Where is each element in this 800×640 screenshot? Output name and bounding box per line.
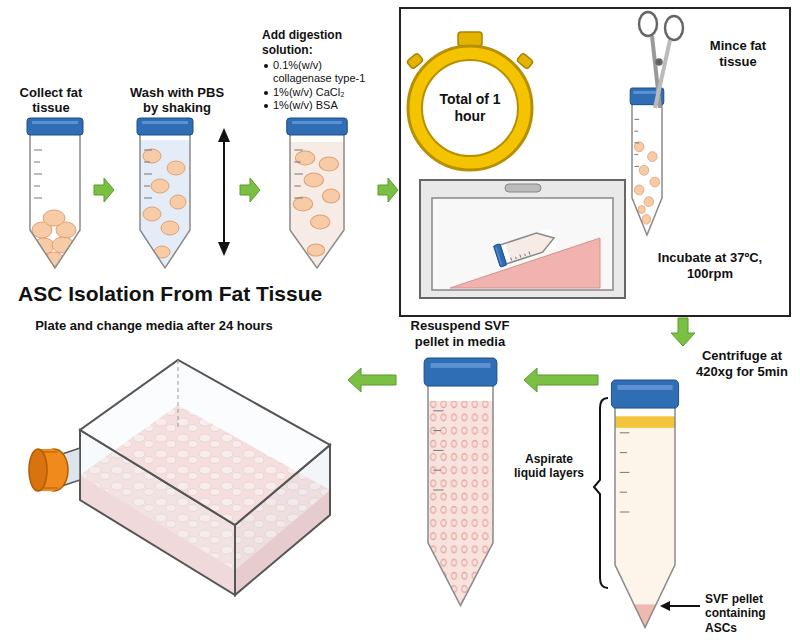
tube <box>630 88 664 235</box>
step-tube: Resuspend SVF pellet in media <box>398 316 522 608</box>
tube <box>424 358 497 615</box>
text-group: Add digestion solution:0.1%(w/v) collage… <box>262 28 376 112</box>
bullet-dot <box>264 64 268 68</box>
flow-arrow <box>240 178 260 202</box>
flow-arrow <box>524 368 598 392</box>
diagram-title: ASC Isolation From Fat Tissue <box>18 281 322 306</box>
step-tube: Wash with PBS by shaking <box>116 78 238 270</box>
tube <box>611 380 678 640</box>
annotation-label: SVF pellet containing ASCs <box>705 592 791 635</box>
culture-flask <box>29 360 330 595</box>
step-label: Resuspend SVF pellet in media <box>400 318 520 349</box>
step-label: Total of 1 hour <box>430 91 510 125</box>
scissors <box>639 12 683 108</box>
step-label: Centrifuge at 420xg for 5min <box>694 348 790 379</box>
text-group: Total of 1 hour <box>430 91 510 125</box>
step-tube: Mince fat tissue <box>620 10 788 242</box>
culture-flask-node: Plate and change media after 24 hours <box>14 316 346 606</box>
tube <box>27 118 83 268</box>
process-box: Total of 1 hour Mince fat tissueIncubate … <box>400 8 790 316</box>
bullet-dot <box>264 104 268 108</box>
step-label: Plate and change media after 24 hours <box>34 318 274 334</box>
tube <box>137 118 193 270</box>
bracket <box>594 398 608 588</box>
shake-arrow <box>218 128 230 256</box>
text-group: Collect fat tissue <box>10 85 92 116</box>
reagent-item: 0.1%(w/v) collagenase type-1 <box>273 59 376 85</box>
incubator <box>420 180 625 298</box>
annotation-label: Aspirate liquid layers <box>508 452 590 481</box>
text-group: Resuspend SVF pellet in media <box>400 318 520 349</box>
text-group: Mince fat tissue <box>690 38 786 69</box>
timer <box>406 32 533 170</box>
bullet-row: 1%(w/v) BSA <box>262 99 376 112</box>
flow-arrow <box>348 368 396 392</box>
step-label: Mince fat tissue <box>690 38 786 69</box>
flow-arrow <box>94 178 114 202</box>
step-label: Add digestion solution: <box>262 28 376 57</box>
flow-arrow <box>378 178 398 202</box>
reagent-item: 1%(w/v) CaCl₂ <box>273 86 345 99</box>
flow-arrow <box>671 318 695 346</box>
step-tube: Add digestion solution:0.1%(w/v) collage… <box>262 4 376 270</box>
step-label: Collect fat tissue <box>10 85 92 116</box>
bullet-row: 1%(w/v) CaCl₂ <box>262 86 376 99</box>
bullet-row: 0.1%(w/v) collagenase type-1 <box>262 59 376 85</box>
timer-node: Total of 1 hour <box>406 46 534 170</box>
text-group: Incubate at 37ºC, 100rpm <box>641 250 779 281</box>
incubator-node: Incubate at 37ºC, 100rpm <box>415 176 787 306</box>
step-label: Wash with PBS by shaking <box>122 85 232 116</box>
text-group: Plate and change media after 24 hours <box>34 318 274 334</box>
tube <box>287 118 347 272</box>
reagent-item: 1%(w/v) BSA <box>273 99 338 112</box>
bullet-dot <box>264 91 268 95</box>
text-group: Wash with PBS by shaking <box>122 85 232 116</box>
pointer-arrow <box>660 601 700 611</box>
step-tube: Collect fat tissue <box>10 80 92 270</box>
step-label: Incubate at 37ºC, 100rpm <box>641 250 779 281</box>
text-group: Centrifuge at 420xg for 5min <box>694 348 790 379</box>
